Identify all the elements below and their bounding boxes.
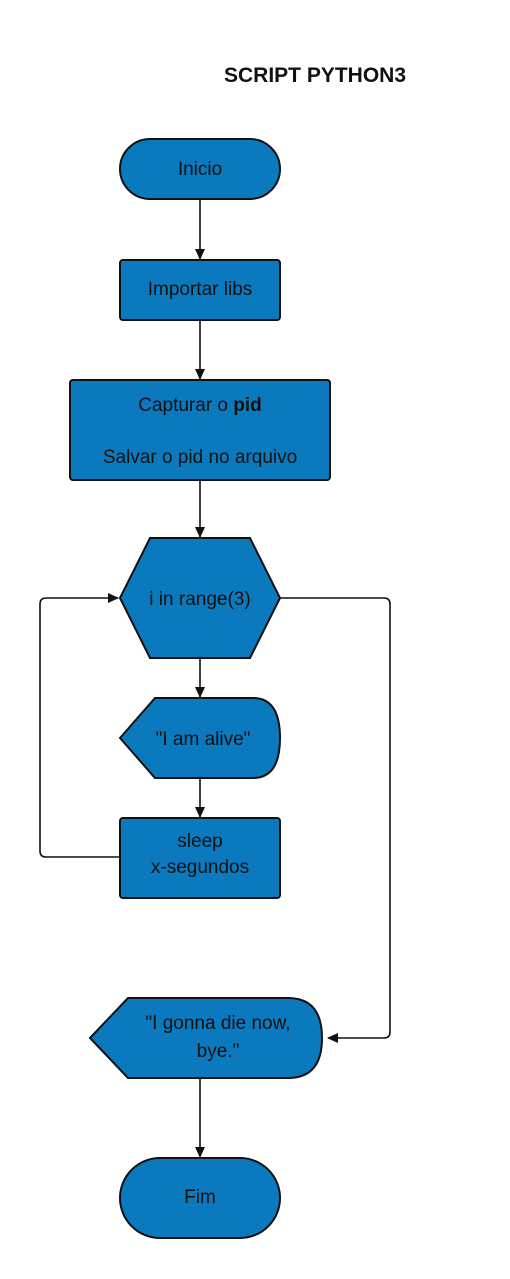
node-display-die: "I gonna die now, bye." xyxy=(88,997,324,1079)
node-capture-pid-line2: Salvar o pid no arquivo xyxy=(103,447,297,468)
node-end-label: Fim xyxy=(184,1187,216,1208)
display-shape xyxy=(118,697,282,779)
node-sleep-line2: x-segundos xyxy=(151,857,249,878)
node-sleep: sleep x-segundos xyxy=(119,817,281,899)
display-shape xyxy=(88,997,324,1079)
node-end: Fim xyxy=(119,1157,281,1239)
node-display-alive: "I am alive" xyxy=(118,697,282,779)
node-capture-pid: Capturar o pid Salvar o pid no arquivo xyxy=(69,379,331,481)
node-loop: i in range(3) xyxy=(118,537,282,659)
process-shape xyxy=(119,817,281,899)
node-sleep-line1: sleep xyxy=(177,831,222,852)
edge-loop-exit xyxy=(280,597,391,1043)
diagram-title: SCRIPT PYTHON3 xyxy=(224,64,406,87)
node-start-label: Inicio xyxy=(178,159,222,180)
edges xyxy=(39,199,391,1158)
edge-sleep-loop-back xyxy=(39,593,120,858)
node-start: Inicio xyxy=(119,138,281,200)
process-shape xyxy=(69,379,331,481)
preparation-shape xyxy=(118,537,282,659)
node-import-libs-label: Importar libs xyxy=(148,279,253,300)
node-display-die-line2: bye." xyxy=(197,1041,240,1062)
node-loop-label: i in range(3) xyxy=(149,589,250,610)
node-display-die-line1: "I gonna die now, xyxy=(145,1013,290,1034)
capture-pid-prefix: Capturar o xyxy=(138,395,233,416)
node-display-alive-label: "I am alive" xyxy=(156,729,251,750)
terminator-shape xyxy=(119,1157,281,1239)
node-capture-pid-line1: Capturar o pid xyxy=(138,395,262,416)
capture-pid-bold: pid xyxy=(233,395,262,416)
terminator-shape xyxy=(119,138,281,200)
process-shape xyxy=(119,259,281,321)
node-import-libs: Importar libs xyxy=(119,259,281,321)
